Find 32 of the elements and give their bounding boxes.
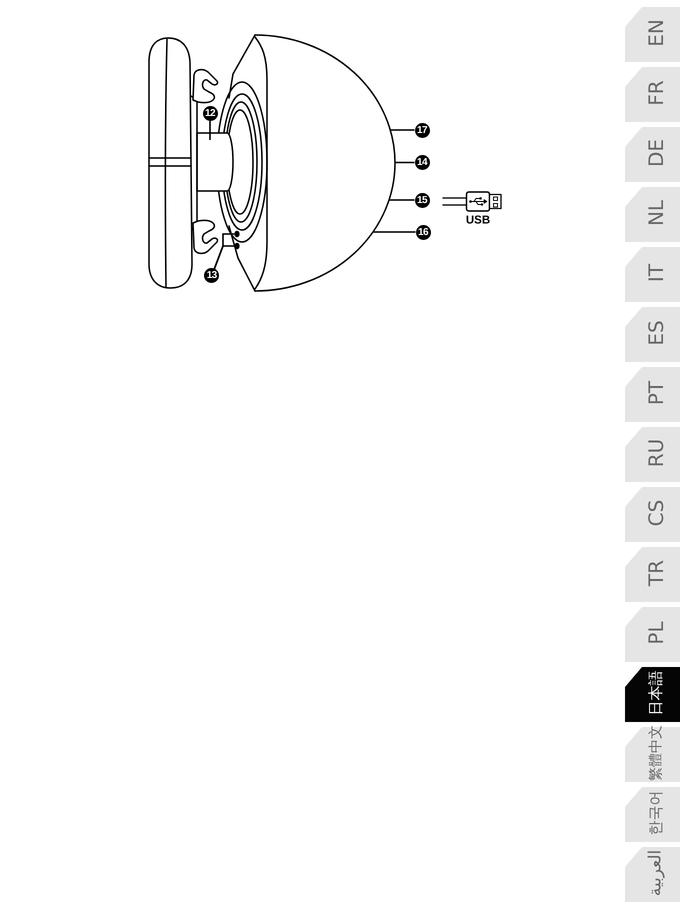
language-tab: العربية xyxy=(625,847,680,902)
language-tab: FR xyxy=(625,67,680,122)
language-tab: CS xyxy=(625,487,680,542)
callout-number: 13 xyxy=(204,268,220,284)
leader-line xyxy=(389,199,414,201)
language-tab: PT xyxy=(625,367,680,422)
connector-label: USB xyxy=(466,214,490,226)
leader-line xyxy=(395,162,414,164)
hub-shaft xyxy=(196,132,234,192)
language-tab: 繁體中文 xyxy=(625,727,680,782)
callout-number: 15 xyxy=(414,192,430,208)
language-tab: IT xyxy=(625,247,680,302)
language-tab: ES xyxy=(625,307,680,362)
leader-line xyxy=(214,245,234,269)
leader-line xyxy=(390,129,414,131)
leader-line xyxy=(372,231,416,233)
language-tab: RU xyxy=(625,427,680,482)
language-tab: EN xyxy=(625,7,680,62)
language-tab: 日本語 xyxy=(625,667,680,722)
callout-number: 12 xyxy=(202,106,218,121)
language-tab: DE xyxy=(625,127,680,182)
indicator-dot xyxy=(234,242,240,250)
leader-line xyxy=(209,120,211,140)
callout-number: 16 xyxy=(416,224,430,240)
callout-number: 17 xyxy=(414,122,430,138)
language-tab: PL xyxy=(625,607,680,662)
language-tab: NL xyxy=(625,187,680,242)
language-tab: TR xyxy=(625,547,680,602)
callout-number: 14 xyxy=(414,155,430,170)
base-housing xyxy=(216,34,396,292)
language-tab: 한국어 xyxy=(625,787,680,842)
indicator-dot xyxy=(234,230,240,238)
